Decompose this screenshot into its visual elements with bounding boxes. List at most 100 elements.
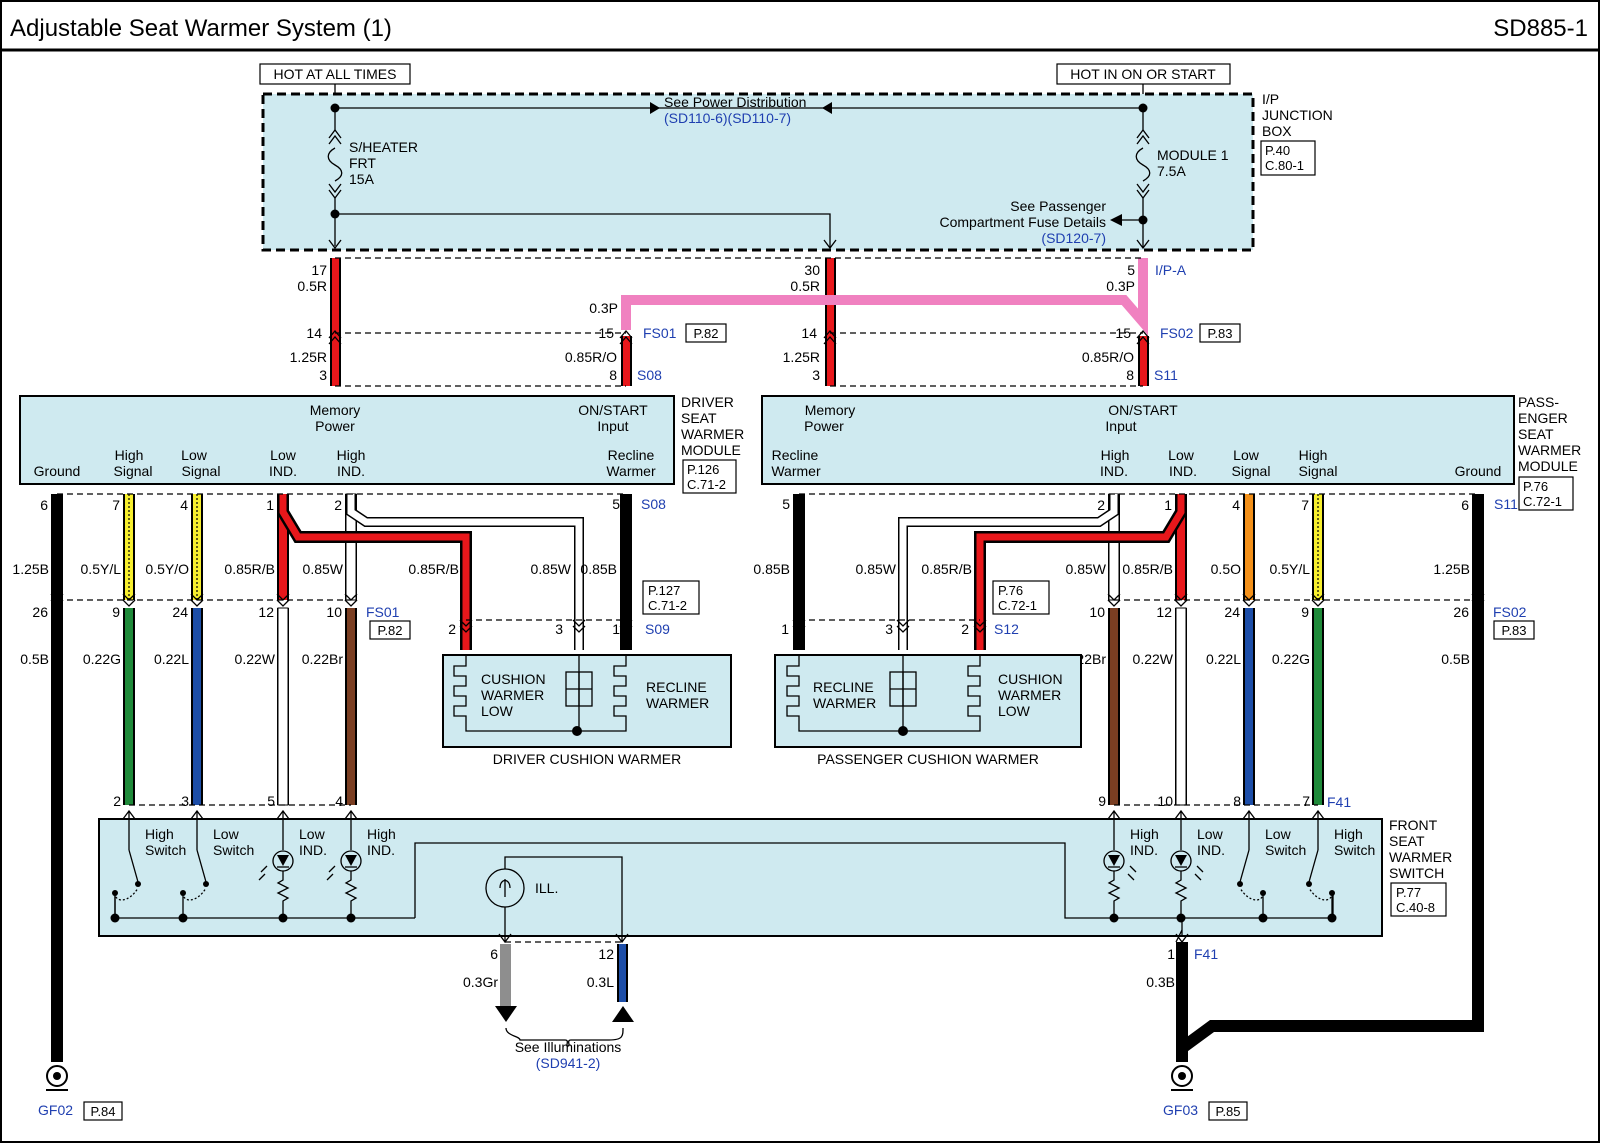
- pas-recline-warmer-2: Warmer: [771, 463, 821, 479]
- see-illuminations: See Illuminations: [515, 1039, 622, 1055]
- wire-p-lind-lower: [1175, 607, 1187, 806]
- ill-pin-12: 12: [598, 946, 614, 962]
- ground-gf03-label: GF03: [1163, 1102, 1198, 1118]
- gauge-d-lsig-upper: 0.5Y/O: [145, 561, 189, 577]
- drv-on-start-1: ON/START: [578, 402, 648, 418]
- switch-pin-10: 10: [1157, 793, 1173, 809]
- wire-p-hind-lower: [1108, 608, 1120, 805]
- pas-high-signal-2: Signal: [1299, 463, 1338, 479]
- switch-term-name-4-a: High: [1130, 826, 1159, 842]
- pas-high-ind-2: IND.: [1100, 463, 1128, 479]
- switch-term-name-7-b: Switch: [1334, 842, 1375, 858]
- switch-pin-5: 5: [267, 793, 275, 809]
- wire-passenger-cushion-common: [898, 494, 1119, 650]
- gauge-d-hind-lower: 0.22Br: [302, 651, 344, 667]
- gauge-0-5r-right: 0.5R: [790, 278, 820, 294]
- wire-passenger-memory-power: [825, 258, 836, 386]
- drv-cush-pin-1: 1: [612, 621, 620, 637]
- switch-term-name-2-a: Low: [299, 826, 326, 842]
- drv-cush-pin-3: 3: [555, 621, 563, 637]
- switch-terminal-labels: 2HighSwitch3LowSwitch5LowIND.4HighIND.9H…: [113, 793, 1375, 858]
- ground-gf03-icon: [1171, 1065, 1193, 1091]
- drv-high-ind-2: IND.: [337, 463, 365, 479]
- pin-d-hsig-mid: 9: [112, 604, 120, 620]
- fs01-connector-mid: FS01: [366, 604, 400, 620]
- switch-term-name-1-a: Low: [213, 826, 240, 842]
- drv-module-label-4: MODULE: [681, 442, 741, 458]
- drv-cush-pin-2: 2: [448, 621, 456, 637]
- switch-term-name-5-a: Low: [1197, 826, 1224, 842]
- switch-pin-8: 8: [1233, 793, 1241, 809]
- junction-box-ref-box: [1260, 140, 1316, 176]
- pas-on-start-2: Input: [1105, 418, 1136, 434]
- pin-d-lsig-mid: 24: [172, 604, 188, 620]
- seat-heat-switch-icon: [1237, 849, 1266, 918]
- see-power-distribution: See Power Distribution: [664, 94, 806, 110]
- wire-passenger-cushion-low: [974, 494, 1187, 650]
- drv-cushion-text-1: CUSHION: [481, 671, 546, 687]
- drv-module-ref-2: C.71-2: [687, 477, 726, 492]
- driver-cushion-warmer: [442, 654, 732, 748]
- gauge-d-cush: 0.85R/B: [408, 561, 459, 577]
- fuse-right-rating: 7.5A: [1157, 163, 1186, 179]
- ground-gf02-ref: P.84: [90, 1104, 115, 1119]
- wire-d-hind-lower: [345, 608, 357, 805]
- wire-passenger-ground: [1176, 494, 1484, 1054]
- gauge-d-hind-upper: 0.85W: [303, 561, 344, 577]
- gauge-d-gnd-upper: 1.25B: [12, 561, 49, 577]
- switch-pin-7: 7: [1302, 793, 1310, 809]
- wire-d-hsig-lower: [123, 608, 135, 805]
- switch-label-3: WARMER: [1389, 849, 1452, 865]
- drv-recline-text-1: RECLINE: [646, 679, 707, 695]
- gauge-0-85ro-right: 0.85R/O: [1082, 349, 1134, 365]
- pin-15-right: 15: [1115, 325, 1131, 341]
- page-title: Adjustable Seat Warmer System (1): [10, 15, 392, 42]
- gauge-d-lsig-lower: 0.22L: [154, 651, 189, 667]
- drv-low-ind-1: Low: [270, 447, 297, 463]
- drv-memory-power-2: Power: [315, 418, 355, 434]
- wire-driver-cushion-low: [277, 494, 472, 650]
- pas-memory-power-2: Power: [804, 418, 844, 434]
- pin-8-right: 8: [1126, 367, 1134, 383]
- pin-5-ip: 5: [1127, 262, 1135, 278]
- switch-term-name-6-b: Switch: [1265, 842, 1306, 858]
- driver-cushion-warmer-label: DRIVER CUSHION WARMER: [493, 751, 682, 767]
- switch-term-name-4-b: IND.: [1130, 842, 1158, 858]
- hot-in-on-label: HOT IN ON OR START: [1070, 66, 1216, 82]
- ill-label: ILL.: [535, 880, 558, 896]
- s09-splice: S09: [645, 621, 670, 637]
- pin-d-lsig-top: 4: [180, 497, 188, 513]
- see-passenger-fuse-1: See Passenger: [1010, 198, 1106, 214]
- gauge-0-3p-right: 0.3P: [1106, 278, 1135, 294]
- drv-cushion-text-2: WARMER: [481, 687, 544, 703]
- drv-cush-ref-1: P.127: [648, 583, 680, 598]
- gauge-p-cushw: 0.85W: [856, 561, 897, 577]
- switch-label-4: SWITCH: [1389, 865, 1444, 881]
- pin-d-lind-mid: 12: [258, 604, 274, 620]
- passenger-cushion-element-icon: [786, 655, 981, 736]
- s11-splice-mid: S11: [1494, 496, 1518, 512]
- switch-pin-4: 4: [335, 793, 343, 809]
- pin-p-lind-top: 1: [1164, 497, 1172, 513]
- f41-connector-bottom: F41: [1194, 946, 1218, 962]
- switch-pin-3: 3: [181, 793, 189, 809]
- pin-d-hind-mid: 10: [326, 604, 342, 620]
- gauge-d-cushw: 0.85W: [531, 561, 572, 577]
- wire-passenger-on-start: [1138, 336, 1149, 386]
- drv-on-start-2: Input: [597, 418, 628, 434]
- s11-splice-top: S11: [1154, 367, 1178, 383]
- pas-ground: Ground: [1455, 463, 1502, 479]
- pin-d-gnd-mid: 26: [32, 604, 48, 620]
- pas-module-ref-2: C.72-1: [1523, 494, 1562, 509]
- wire-p-hsig-lower: [1312, 608, 1324, 805]
- pin-3-right: 3: [812, 367, 820, 383]
- see-passenger-fuse-ref: (SD120-7): [1041, 230, 1106, 246]
- gauge-d-lind-upper: 0.85R/B: [224, 561, 275, 577]
- ill-gauge-right: 0.3L: [587, 974, 614, 990]
- drv-module-label-2: SEAT: [681, 410, 717, 426]
- drv-module-label-1: DRIVER: [681, 394, 734, 410]
- pin-30: 30: [804, 262, 820, 278]
- switch-label-1: FRONT: [1389, 817, 1438, 833]
- passenger-cushion-warmer-label: PASSENGER CUSHION WARMER: [817, 751, 1039, 767]
